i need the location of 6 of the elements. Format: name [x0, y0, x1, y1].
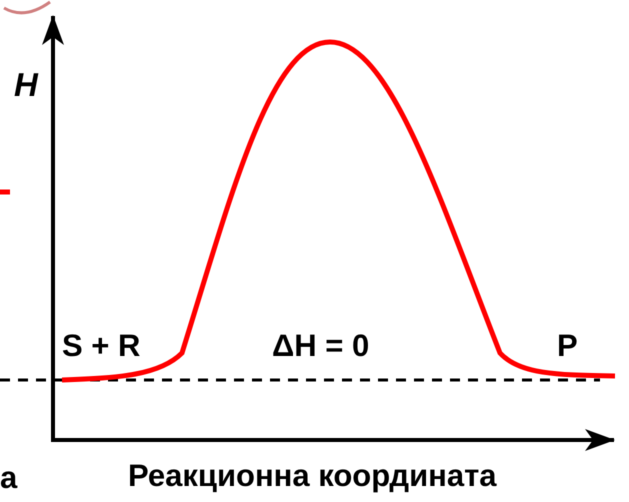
axis-title: Реакционна координата — [128, 460, 497, 491]
enthalpy-label: ΔH = 0 — [272, 330, 370, 361]
axis-label: H — [14, 68, 38, 101]
product-label: P — [557, 330, 578, 361]
axis-label-fragment: а — [0, 462, 18, 493]
reactant-label: S + R — [62, 330, 140, 361]
